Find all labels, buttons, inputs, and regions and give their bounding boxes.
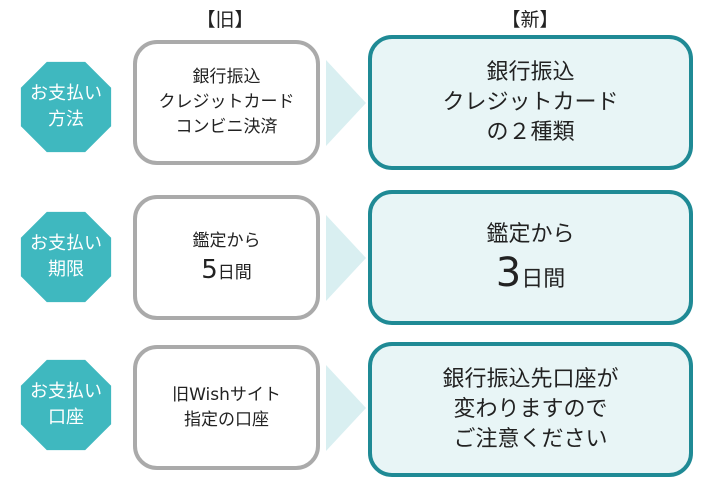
row-label-line: 期限 [48, 259, 84, 280]
new-payment-method-box: 銀行振込 クレジットカード の２種類 [368, 35, 693, 170]
old-deadline-value: 5日間 [201, 254, 252, 286]
arrow-right-icon [326, 365, 366, 451]
old-column-header: 【旧】 [196, 9, 254, 31]
old-text-line: クレジットカード [158, 92, 295, 112]
new-payment-account-box: 銀行振込先口座が 変わりますので ご注意ください [368, 342, 693, 477]
row-label-line: 方法 [48, 109, 84, 130]
row-label-line: お支払い [30, 381, 102, 402]
new-text-line: 変わりますので [453, 396, 608, 422]
row-label-line: お支払い [30, 83, 102, 104]
old-payment-account-box: 旧Wishサイト 指定の口座 [133, 345, 320, 470]
row-label-line: 口座 [48, 407, 84, 428]
new-deadline-unit: 日間 [521, 266, 566, 292]
new-column-header: 【新】 [501, 9, 559, 31]
new-text-line: 銀行振込 [486, 59, 575, 85]
old-text-line: コンビニ決済 [175, 117, 278, 137]
arrow-right-icon [326, 215, 366, 301]
old-deadline-unit: 日間 [217, 263, 252, 283]
new-payment-deadline-box: 鑑定から 3日間 [368, 190, 693, 325]
new-text-line: ご注意ください [453, 426, 608, 452]
new-deadline-number: 3 [495, 249, 522, 296]
new-text-line: クレジットカード [442, 89, 619, 115]
old-deadline-number: 5 [201, 255, 218, 285]
old-text-line: 旧Wishサイト [172, 384, 281, 405]
row-label-payment-deadline: お支払い 期限 [20, 211, 112, 303]
old-text-line: 鑑定から [192, 231, 261, 251]
old-payment-deadline-box: 鑑定から 5日間 [133, 195, 320, 320]
new-text-line: の２種類 [486, 119, 575, 145]
new-text-line: 銀行振込先口座が [442, 366, 619, 392]
row-label-payment-account: お支払い 口座 [20, 359, 112, 451]
new-deadline-value: 3日間 [496, 250, 565, 296]
arrow-right-icon [326, 60, 366, 146]
row-label-line: お支払い [30, 233, 102, 254]
new-text-line: 鑑定から [486, 221, 575, 247]
old-text-line: 指定の口座 [184, 409, 269, 430]
row-label-payment-method: お支払い 方法 [20, 61, 112, 153]
old-text-line: 銀行振込 [192, 67, 261, 87]
old-payment-method-box: 銀行振込 クレジットカード コンビニ決済 [133, 40, 320, 165]
